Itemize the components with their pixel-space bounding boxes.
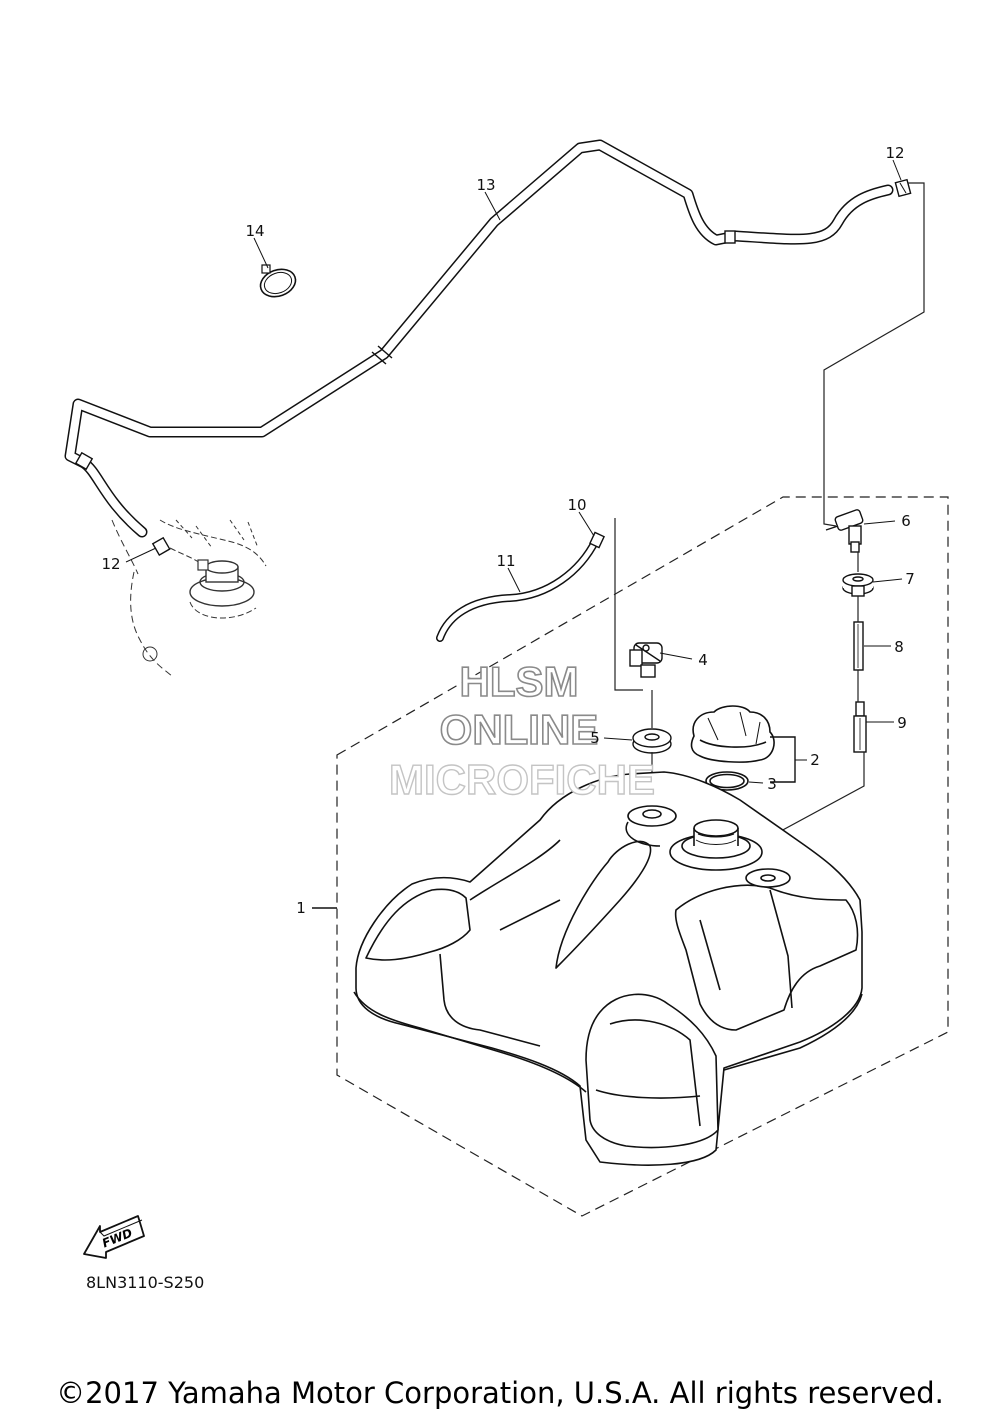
callout-13: 13 [476, 176, 495, 194]
watermark: HLSM ONLINE MICROFICHE [388, 657, 655, 804]
watermark-line-3: MICROFICHE [389, 756, 655, 803]
pipe-9 [853, 701, 867, 753]
callout-11: 11 [496, 552, 515, 570]
pipe-8 [853, 621, 864, 671]
callout-labels: 1 2 3 4 5 6 7 8 9 10 11 12 12 13 14 [101, 144, 914, 917]
callout-4: 4 [698, 651, 708, 669]
callout-12-upper: 12 [885, 144, 904, 162]
cap-gasket [705, 771, 749, 791]
breather-hose [64, 139, 894, 538]
callout-8: 8 [894, 638, 904, 656]
callout-10: 10 [567, 496, 586, 514]
callout-6: 6 [901, 512, 911, 530]
callout-7: 7 [905, 570, 915, 588]
fuel-cap [690, 705, 775, 763]
callout-14: 14 [245, 222, 264, 240]
callout-5: 5 [590, 729, 600, 747]
callout-3: 3 [767, 775, 777, 793]
diagram-code: 8LN3110-S250 [86, 1273, 204, 1292]
watermark-line-1: HLSM [460, 658, 579, 705]
hose-clamp-upper [894, 178, 912, 198]
phantom-fitting [111, 519, 267, 677]
callout-9: 9 [897, 714, 907, 732]
drain-hose [436, 531, 605, 642]
callout-1: 1 [296, 899, 306, 917]
fuel-tank [353, 771, 863, 1166]
grommet [632, 728, 672, 754]
hose-clip [259, 264, 297, 298]
leader-lines [125, 159, 903, 784]
copyright-notice: ©2017 Yamaha Motor Corporation, U.S.A. A… [56, 1376, 944, 1410]
callout-12-lower: 12 [101, 555, 120, 573]
assembly-boundary [336, 496, 949, 1217]
pipe-grommet [842, 573, 874, 597]
hose-clamp-lower [151, 536, 171, 557]
fwd-arrow-icon: FWD [83, 1215, 145, 1259]
hose-routing-line [614, 518, 643, 691]
watermark-line-2: ONLINE [440, 706, 599, 753]
check-valve [629, 642, 663, 678]
elbow-fitting [825, 509, 864, 553]
callout-2: 2 [810, 751, 820, 769]
